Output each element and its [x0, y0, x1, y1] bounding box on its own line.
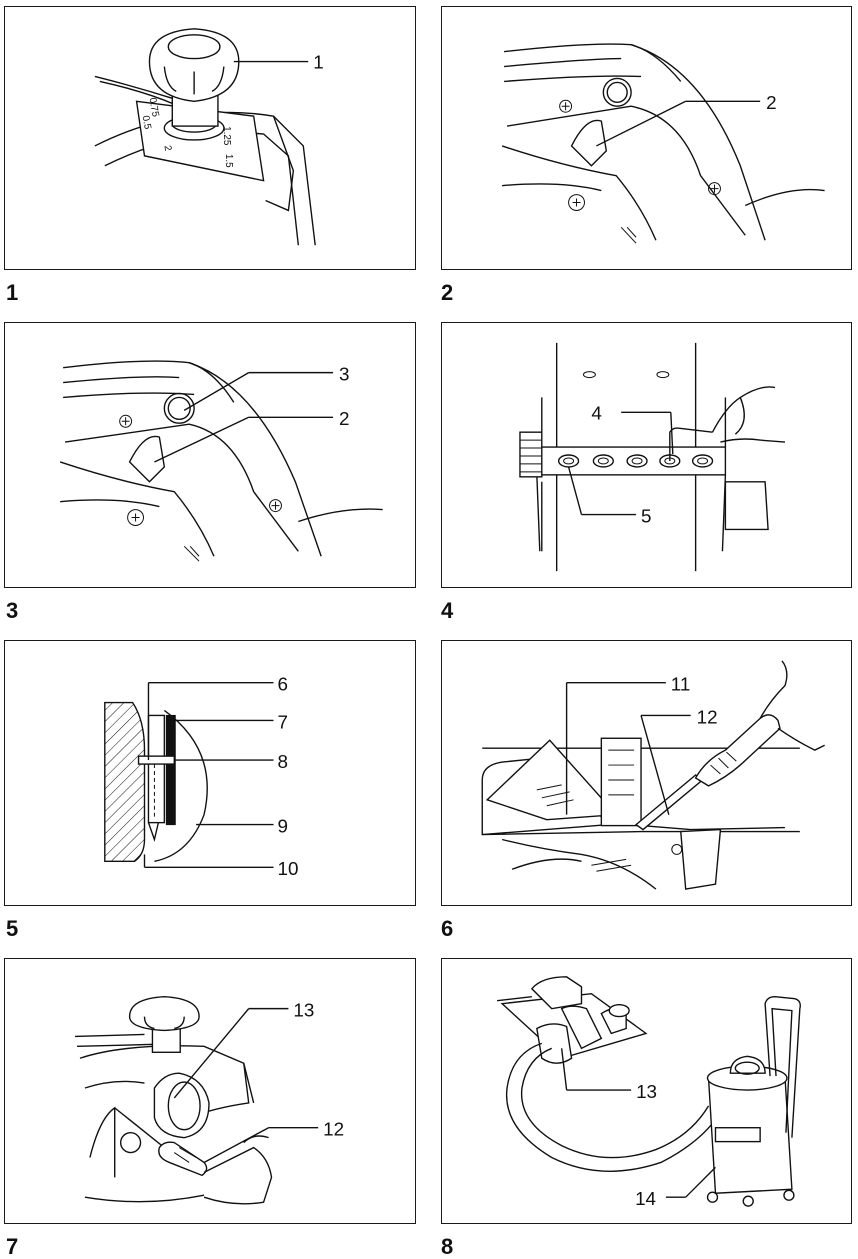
planer-lock-button-illustration: 3 2	[59, 360, 383, 562]
scale-label-1: 0.5	[140, 115, 153, 131]
callout-7: 7	[277, 711, 287, 732]
callout-2: 2	[766, 92, 776, 113]
blade-installation-illustration: 11 12	[481, 660, 825, 890]
figure-5-panel: 6 7 8 9 10	[4, 640, 416, 906]
callout-10: 10	[277, 858, 298, 879]
callout-8: 8	[277, 751, 287, 772]
scale-label-0: 0.75	[147, 97, 161, 118]
callout-1: 1	[313, 52, 323, 73]
figure-number-3: 3	[6, 598, 19, 623]
callout-6: 6	[277, 674, 287, 695]
scale-label-2: 1.25	[221, 126, 232, 146]
figure-7-panel: 13 12	[4, 958, 416, 1224]
vacuum-cleaner-connection-illustration: 13 14	[497, 976, 801, 1209]
callout-12: 12	[697, 706, 718, 727]
figure-number-6: 6	[441, 916, 454, 941]
figure-3-panel: 3 2	[4, 322, 416, 588]
callout-9: 9	[277, 816, 287, 837]
planer-depth-knob-illustration: 0.75 0.5 1.25 1.5 2 1	[94, 28, 324, 246]
callout-2-fig3: 2	[339, 408, 349, 429]
figure-8-panel: 13 14	[441, 958, 852, 1224]
drum-screwdriver-illustration: 13 12	[75, 996, 344, 1205]
figure-number-8: 8	[441, 1234, 454, 1259]
figure-6-panel: 11 12	[441, 640, 852, 906]
callout-3: 3	[339, 364, 349, 385]
figure-number-2: 2	[441, 280, 454, 305]
callout-14: 14	[635, 1188, 656, 1209]
callout-11: 11	[671, 674, 691, 695]
figure-number-5: 5	[6, 916, 19, 941]
planer-handle-switch-illustration: 2	[501, 43, 825, 244]
figure-number-4: 4	[441, 598, 454, 623]
figure-number-1: 1	[6, 280, 19, 305]
callout-5: 5	[641, 505, 651, 526]
figure-2-panel: 2	[441, 6, 852, 270]
scale-label-3: 1.5	[223, 154, 234, 168]
callout-13: 13	[293, 1000, 314, 1021]
callout-13-fig8: 13	[636, 1081, 657, 1102]
callout-12-fig7: 12	[323, 1119, 344, 1140]
blade-cross-section-illustration: 6 7 8 9 10	[104, 674, 298, 879]
figure-4-panel: 4 5	[441, 322, 852, 588]
scale-label-4: 2	[161, 145, 173, 153]
figure-1-panel: 0.75 0.5 1.25 1.5 2 1	[4, 6, 416, 270]
figure-number-7: 7	[6, 1234, 19, 1259]
callout-4: 4	[591, 402, 601, 423]
planer-drum-screws-illustration: 4 5	[519, 342, 786, 572]
